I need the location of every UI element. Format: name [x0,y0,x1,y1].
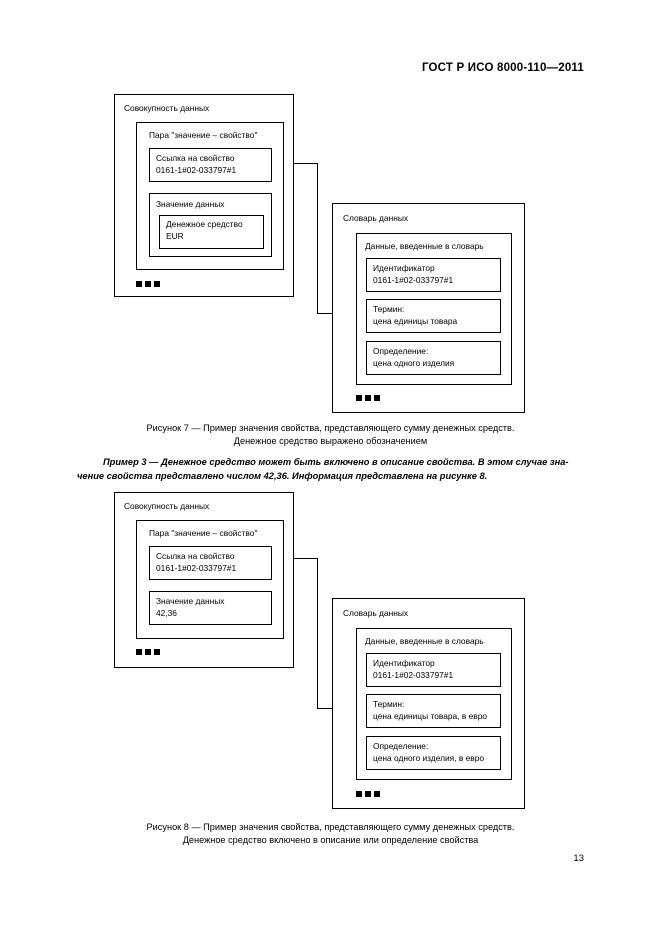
fig7-data-set-box: Совокупность данных Пара "значение – сво… [114,94,294,297]
fig7-definition-box: Определение: цена одного изделия [366,341,501,375]
fig7-property-value-pair-box: Пара "значение – свойство" Ссылка на сво… [136,122,284,270]
fig8-term-label: Термин: [373,699,405,709]
fig7-data-dictionary-box: Словарь данных Данные, введенные в слова… [332,203,525,413]
fig8-property-reference-value: 0161-1#02-033797#1 [156,563,237,573]
fig7-dictionary-entry-box: Данные, введенные в словарь Идентификато… [356,233,512,385]
fig8-right-ellipsis-marker [356,791,380,797]
fig8-data-dictionary-box: Словарь данных Данные, введенные в слова… [332,598,525,809]
fig8-connector-segment-top [294,558,318,560]
fig8-data-value-box: Значение данных 42,36 [149,591,272,625]
fig7-definition-label: Определение: [373,346,429,356]
fig7-connector-segment-vertical [317,163,319,314]
fig7-data-value-box: Значение данных Денежное средство EUR [149,193,272,257]
fig8-identifier-box: Идентификатор 0161-1#02-033797#1 [366,653,501,687]
fig7-identifier-label: Идентификатор [373,263,435,273]
fig8-property-value-pair-box: Пара "значение – свойство" Ссылка на сво… [136,520,284,639]
fig8-pair-title: Пара "значение – свойство" [149,528,258,538]
fig8-identifier-value: 0161-1#02-033797#1 [373,670,454,680]
fig8-term-box: Термин: цена единицы товара, в евро [366,694,501,728]
fig7-data-dictionary-title: Словарь данных [343,213,409,223]
fig7-left-ellipsis-marker [136,281,160,287]
fig7-definition-value: цена одного изделия [373,358,455,368]
fig7-term-label: Термин: [373,304,405,314]
fig8-data-value-label: Значение данных [156,596,225,606]
fig7-currency-label: Денежное средство [166,219,243,229]
page-number: 13 [573,853,584,864]
fig7-caption-line-1: Рисунок 7 — Пример значения свойства, пр… [146,423,515,433]
fig8-dictionary-entry-title: Данные, введенные в словарь [365,636,484,646]
fig8-definition-box: Определение: цена одного изделия, в евро [366,736,501,770]
fig7-identifier-value: 0161-1#02-033797#1 [373,275,454,285]
example-3-line-1: Пример 3 — Денежное средство может быть … [103,457,569,467]
fig7-term-box: Термин: цена единицы товара [366,299,501,333]
fig7-term-value: цена единицы товара [373,316,458,326]
fig7-identifier-box: Идентификатор 0161-1#02-033797#1 [366,258,501,292]
fig8-term-value: цена единицы товара, в евро [373,711,488,721]
fig8-definition-label: Определение: [373,741,429,751]
fig8-caption-line-2: Денежное средство включено в описание ил… [182,835,479,845]
fig7-property-reference-label: Ссылка на свойство [156,153,235,163]
fig8-property-reference-label: Ссылка на свойство [156,551,235,561]
fig8-data-set-title: Совокупность данных [124,501,210,511]
fig7-pair-title: Пара "значение – свойство" [149,130,258,140]
fig8-data-set-box: Совокупность данных Пара "значение – сво… [114,492,294,668]
fig7-property-reference-value: 0161-1#02-033797#1 [156,165,237,175]
fig7-caption-line-2: Денежное средство выражено обозначением [233,436,428,446]
document-header-standard-number: ГОСТ Р ИСО 8000-110—2011 [421,62,584,74]
fig7-property-reference-box: Ссылка на свойство 0161-1#02-033797#1 [149,148,272,182]
example-3-paragraph: Пример 3 — Денежное средство может быть … [77,456,585,483]
fig7-dictionary-entry-title: Данные, введенные в словарь [365,241,484,251]
fig7-currency-box: Денежное средство EUR [159,215,264,249]
fig8-data-value-number: 42,36 [156,608,177,618]
fig7-currency-value: EUR [166,231,184,241]
fig7-connector-segment-top [294,163,318,165]
fig8-property-reference-box: Ссылка на свойство 0161-1#02-033797#1 [149,546,272,580]
fig8-connector-segment-vertical [317,558,319,709]
fig8-left-ellipsis-marker [136,649,160,655]
fig8-data-dictionary-title: Словарь данных [343,608,409,618]
example-3-line-2: чение свойства представлено числом 42,36… [77,470,488,481]
fig8-identifier-label: Идентификатор [373,658,435,668]
fig8-connector-segment-bottom [317,708,340,710]
fig7-connector-segment-bottom [317,313,340,315]
fig8-definition-value: цена одного изделия, в евро [373,753,485,763]
fig7-data-value-label: Значение данных [156,199,225,209]
fig7-data-set-title: Совокупность данных [124,103,210,113]
fig8-dictionary-entry-box: Данные, введенные в словарь Идентификато… [356,628,512,780]
fig7-right-ellipsis-marker [356,395,380,401]
fig8-caption-line-1: Рисунок 8 — Пример значения свойства, пр… [146,822,515,832]
